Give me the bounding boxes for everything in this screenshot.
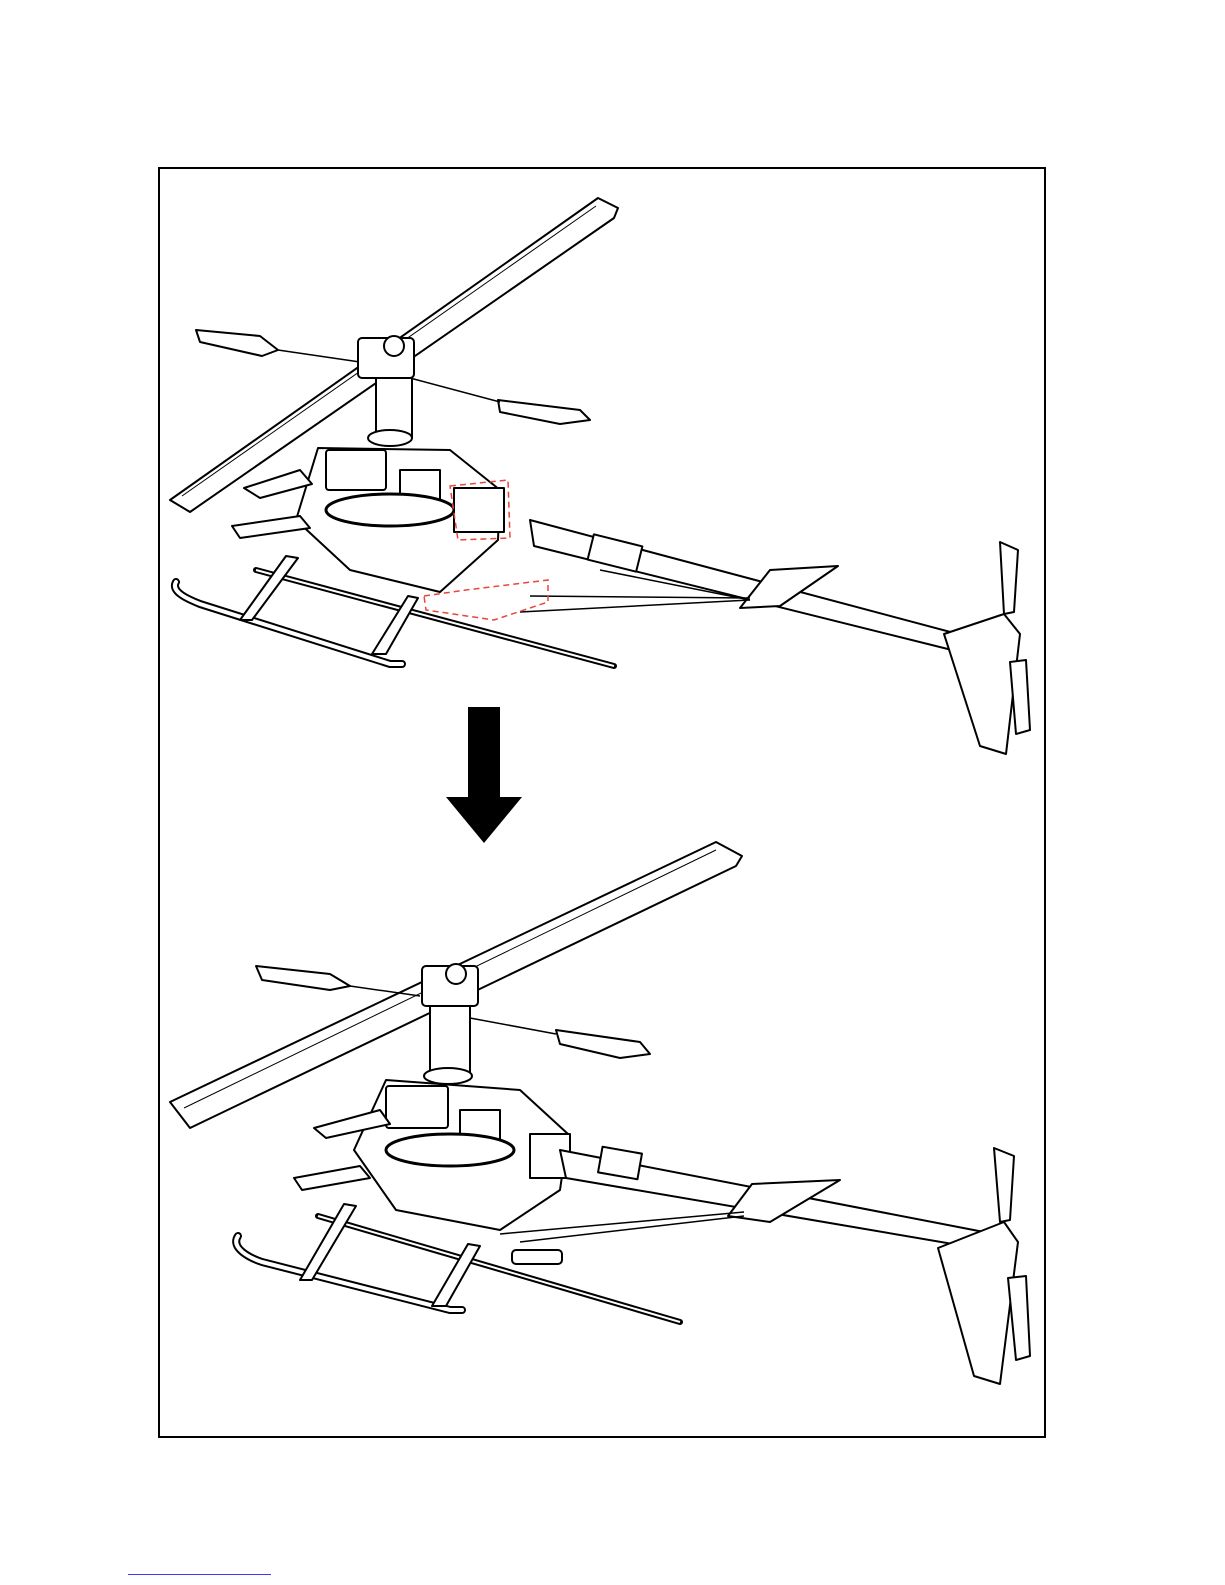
main-gear: [386, 1134, 514, 1166]
flybar-paddle-left: [256, 966, 350, 990]
vertical-fin: [938, 1222, 1018, 1384]
tail-rotor-blade-top: [994, 1148, 1014, 1222]
flybar-paddle-right: [556, 1030, 650, 1058]
tail-rotor-blade-bottom: [1008, 1276, 1030, 1360]
helicopter-after-figure: [0, 0, 1225, 1420]
footer-link-underline[interactable]: [128, 1574, 271, 1575]
